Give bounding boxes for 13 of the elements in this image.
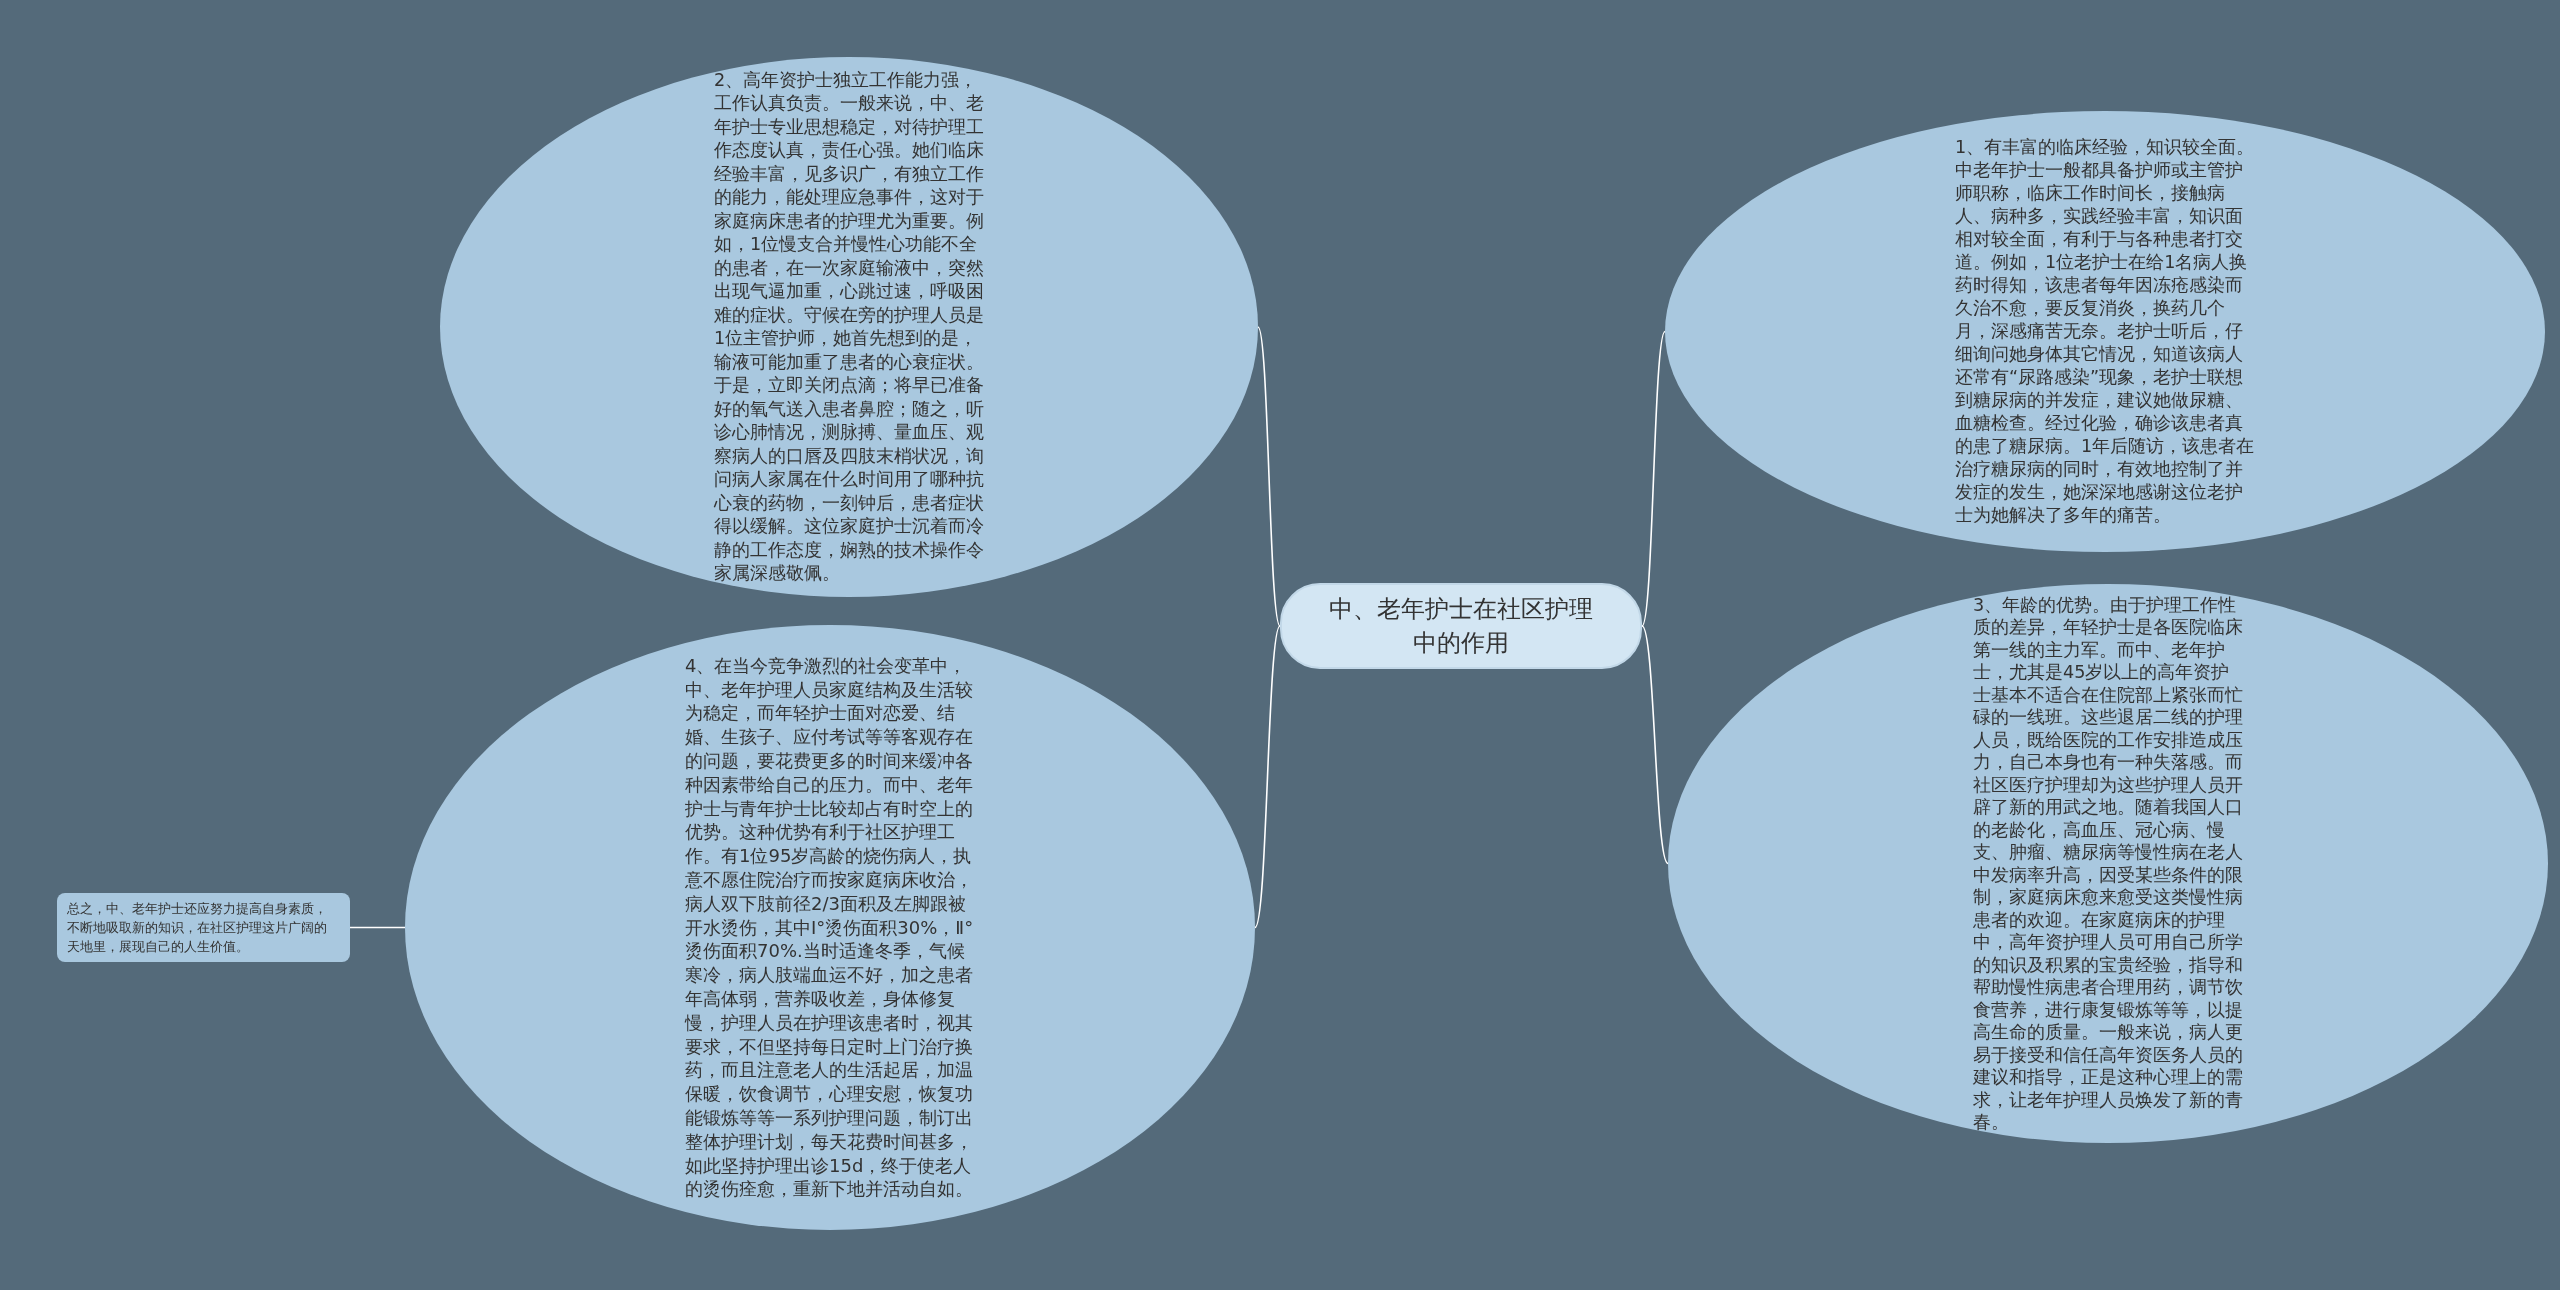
connector-line: [349, 926, 406, 929]
connector-line: [1641, 625, 1669, 865]
connector-line: [1254, 625, 1281, 929]
node-text: 中、老年护士在社区护理中的作用: [1328, 594, 1594, 659]
node-text: 1、有丰富的临床经验，知识较全面。中老年护士一般都具备护师或主管护师职称，临床工作时间长，接触病人、病种多，实践经验丰富，知识面相对较全面，有利于与各种患者打交道。例如，1位老护士在给1名病人换药时得知，该患者每年因冻疮感染而久治不愈，要反复消炎，换药几个月，深感痛苦无奈。老护士听后，仔细询问她身体其它情况，知道该病人还常有“尿路感染”现象，老护士联想到糖尿病的并发症，建议她做尿糖、血糖检查。经过化验，确诊该患者真的患了糖尿病。1年后随访，该患者在治疗糖尿病的同时，有效地控制了并发症的发生，她深深地感谢这位老护士为她解决了多年的痛苦。: [1955, 136, 2255, 527]
topic-pill: [1280, 583, 1642, 669]
node-text: 总之，中、老年护士还应努力提高自身素质，不断地吸取新的知识，在社区护理这片广阔的天地里，展现自己的人生价值。: [67, 900, 328, 956]
node-text: 2、高年资护士独立工作能力强，工作认真负责。一般来说，中、老年护士专业思想稳定，对待护理工作态度认真，责任心强。她们临床经验丰富，见多识广，有独立工作的能力，能处理应急事件，这对于家庭病床患者的护理尤为重要。例如，1位慢支合并慢性心功能不全的患者，在一次家庭输液中，突然出现气逼加重，心跳过速，呼吸困难的症状。守候在旁的护理人员是1位主管护师，她首先想到的是，输液可能加重了患者的心衰症状。于是，立即关闭点滴；将早已准备好的氧气送入患者鼻腔；随之，听诊心肺情况，测脉搏、量血压、观察病人的口唇及四肢末梢状况，询问病人家属在什么时间用了哪种抗心衰的药物，一刻钟后，患者症状得以缓解。这位家庭护士沉着而冷静的工作态度，娴熟的技术操作令家属深感敬佩。: [714, 68, 984, 585]
node-text: 4、在当今竞争激烈的社会变革中，中、老年护理人员家庭结构及生活较为稳定，而年轻护士面对恋爱、结婚、生孩子、应付考试等等客观存在的问题，要花费更多的时间来缓冲各种因素带给自己的压力。而中、老年护士与青年护士比较却占有时空上的优势。这种优势有利于社区护理工作。有1位95岁高龄的烧伤病人，执意不愿住院治疗而按家庭病床收治，病人双下肢前径2/3面积及左脚跟被开水烫伤，其中Ⅰ°烫伤面积30%，Ⅱ°烫伤面积70%.当时适逢冬季，气候寒冷，病人肢端血运不好，加之患者年高体弱，营养吸收差，身体修复慢，护理人员在护理该患者时，视其要求，不但坚持每日定时上门治疗换药，而且注意老人的生活起居，加温保暖，饮食调节，心理安慰，恢复功能锻炼等等一系列护理问题，制订出整体护理计划，每天花费时间甚多，如此坚持护理出诊15d，终于使老人的烫伤痊愈，重新下地并活动自如。: [685, 653, 975, 1202]
node-text: 3、年龄的优势。由于护理工作性质的差异，年轻护士是各医院临床第一线的主力军。而中、老年护士，尤其是45岁以上的高年资护士基本不适合在住院部上紧张而忙碌的一线班。这些退居二线的护理人员，既给医院的工作安排造成压力，自己本身也有一种失落感。而社区医疗护理却为这些护理人员开辟了新的用武之地。随着我国人口的老龄化，高血压、冠心病、慢支、肿瘤、糖尿病等慢性病在老人中发病率升高，因受某些条件的限制，家庭病床愈来愈受这类慢性病患者的欢迎。在家庭病床的护理中，高年资护理人员可用自己所学的知识及积累的宝贵经验，指导和帮助慢性病患者合理用药，调节饮食营养，进行康复锻炼等等，以提高生命的质量。一般来说，病人更易于接受和信任高年资医务人员的建议和指导，正是这种心理上的需求，让老年护理人员焕发了新的青春。: [1973, 593, 2243, 1134]
note-box: [57, 893, 350, 962]
connector-line: [1257, 326, 1281, 627]
connector-line: [1641, 330, 1666, 627]
